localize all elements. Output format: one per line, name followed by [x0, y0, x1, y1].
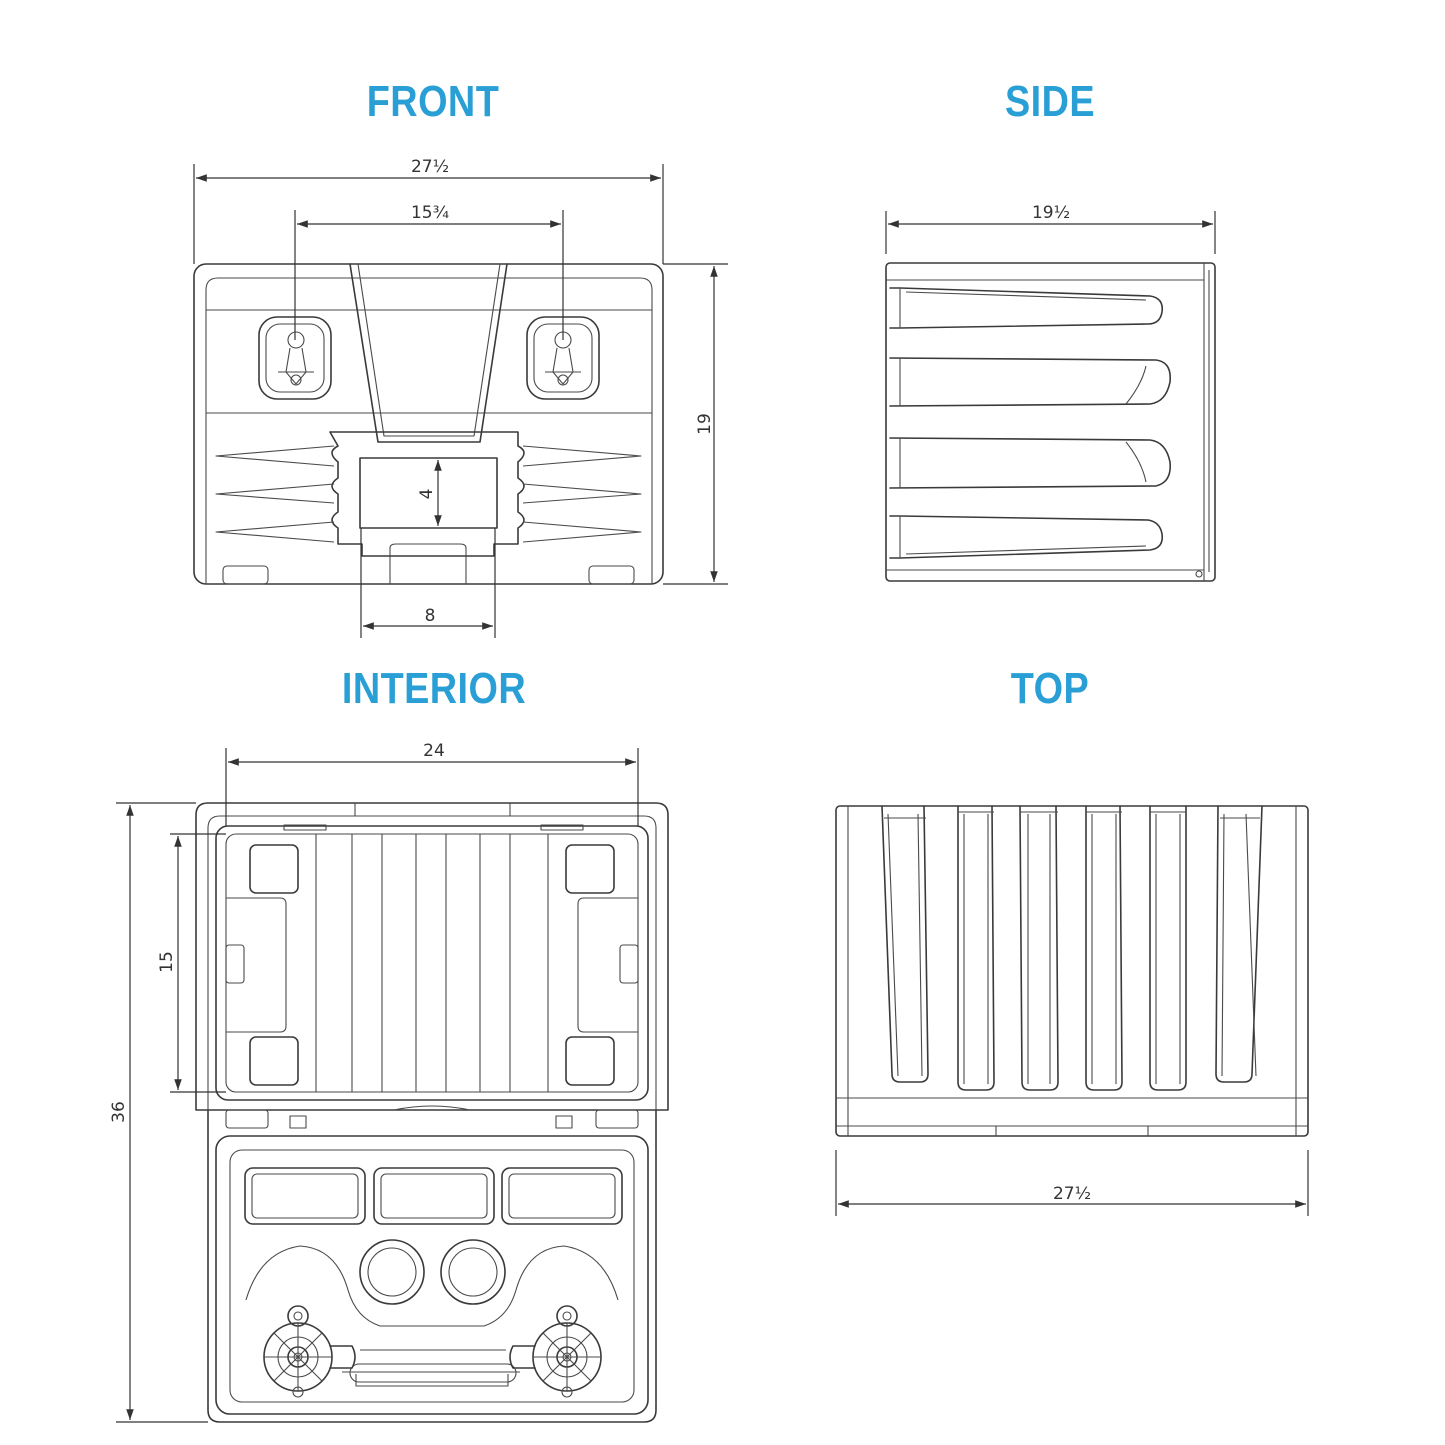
- front-title: FRONT: [366, 77, 500, 126]
- interior-depth-dim: 15: [157, 951, 177, 973]
- interior-width-dim: 24: [423, 741, 445, 761]
- top-view: 27½: [835, 805, 1309, 1216]
- interior-title: INTERIOR: [341, 664, 527, 713]
- top-title: TOP: [1010, 664, 1090, 713]
- front-view: 27½ 15¾ 19 4 8: [193, 157, 728, 638]
- latch-right: [509, 1305, 602, 1398]
- top-width-dim: 27½: [1053, 1184, 1091, 1204]
- side-title: SIDE: [1004, 77, 1096, 126]
- interior-total-dim: 36: [109, 1101, 129, 1123]
- front-width-dim: 27½: [411, 157, 449, 177]
- front-height-dim: 19: [695, 413, 715, 435]
- front-lock-span-dim: 15¾: [411, 203, 449, 223]
- side-depth-dim: 19½: [1032, 203, 1070, 223]
- front-plate-height-dim: 4: [417, 489, 437, 500]
- side-view: 19½: [885, 203, 1216, 582]
- interior-view: 24 15 36: [109, 741, 669, 1423]
- front-plate-width-dim: 8: [425, 606, 436, 626]
- latch-left: [263, 1305, 356, 1398]
